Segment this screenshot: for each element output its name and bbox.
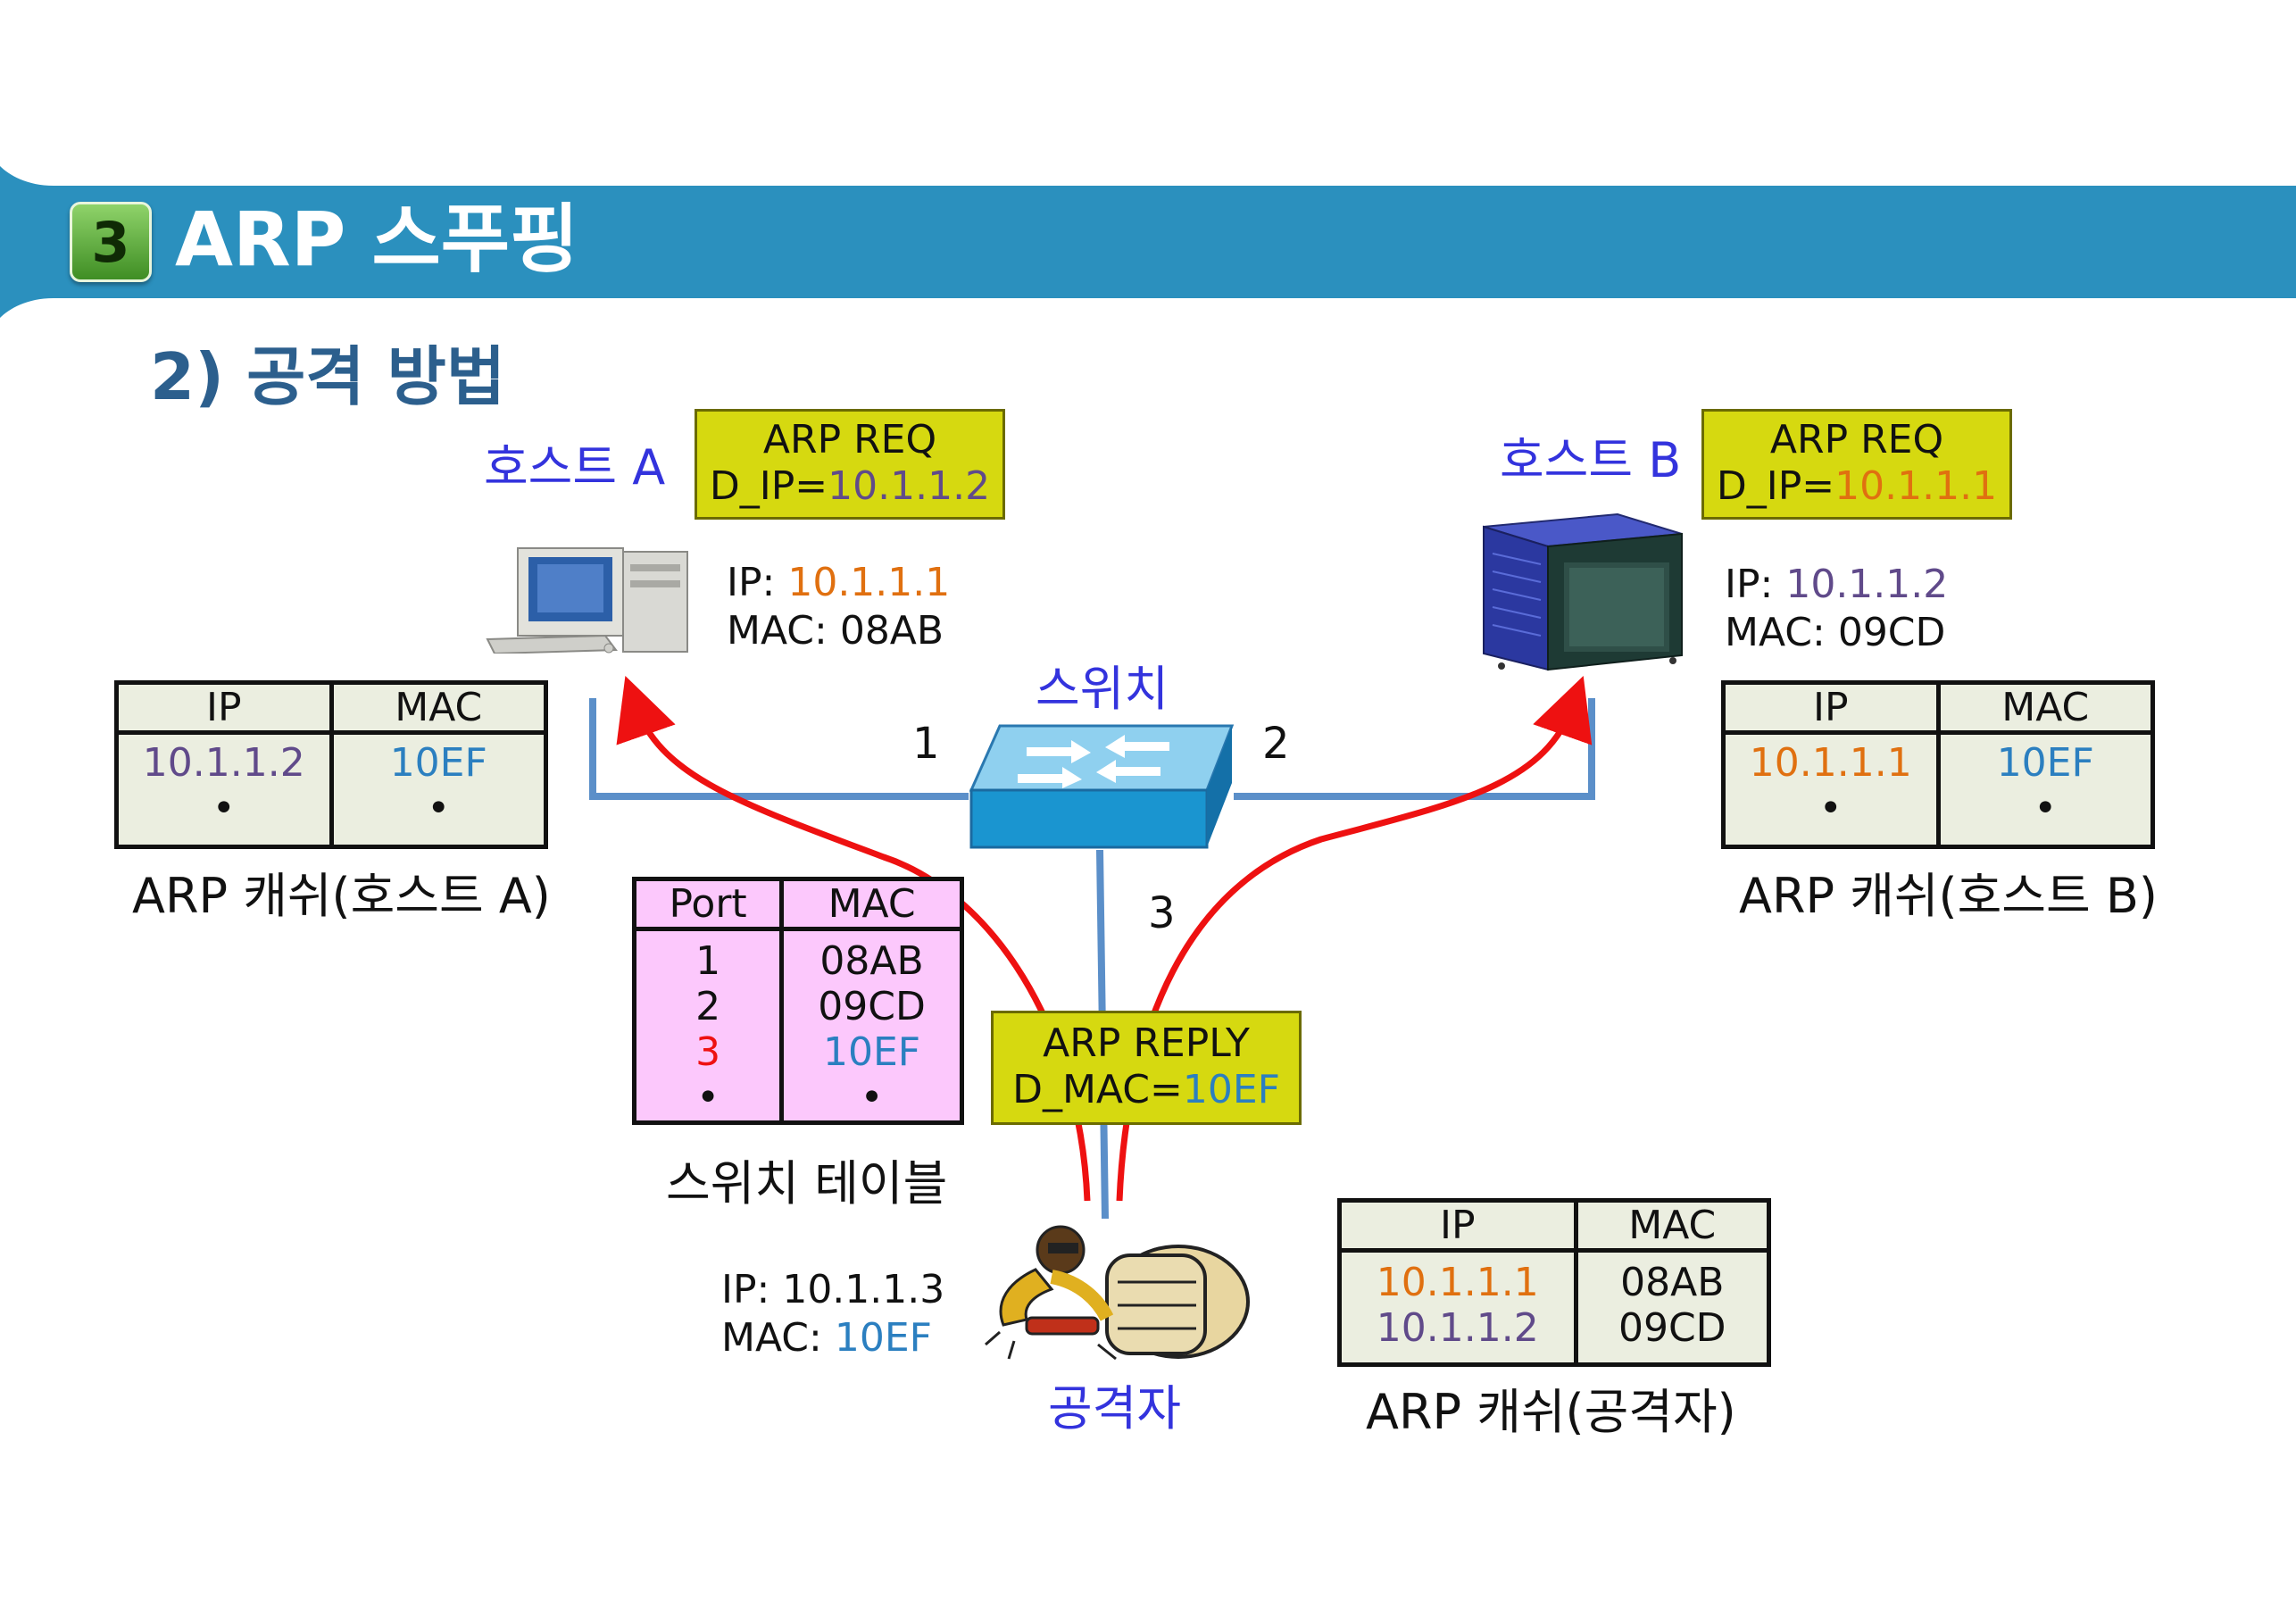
- attacker-icon: [985, 1225, 1250, 1361]
- table-cell-mac: 10EF•: [329, 730, 548, 849]
- host-a-request-target: D_IP=10.1.1.2: [709, 463, 991, 509]
- host-b-mac: MAC: 09CD: [1725, 610, 1946, 655]
- table-header-port: Port: [631, 877, 785, 931]
- host-b-request-title: ARP REQ: [1769, 417, 1944, 462]
- section-subtitle: 2) 공격 방법: [150, 339, 506, 414]
- host-b-ip: IP: 10.1.1.2: [1725, 562, 1949, 607]
- host-a-ip: IP: 10.1.1.1: [727, 560, 951, 605]
- host-b-arp-request-box: ARP REQ D_IP=10.1.1.1: [1701, 409, 2012, 520]
- switch-table-caption: 스위치 테이블: [666, 1155, 948, 1212]
- port-2-label: 2: [1262, 719, 1290, 769]
- table-header-ip: IP: [1721, 680, 1941, 735]
- table-cell-macs: 08AB 09CD 10EF •: [779, 927, 964, 1125]
- host-b-cache-caption: ARP 캐쉬(호스트 B): [1739, 868, 2158, 924]
- host-a-cache-caption: ARP 캐쉬(호스트 A): [132, 868, 551, 924]
- attacker-label: 공격자: [1048, 1380, 1182, 1437]
- port-3-label: 3: [1148, 888, 1176, 938]
- table-header-ip: IP: [114, 680, 334, 735]
- table-header-mac: MAC: [779, 877, 964, 931]
- table-cell-ip: 10.1.1.1•: [1721, 730, 1941, 849]
- attacker-mac: MAC: 10EF: [721, 1315, 932, 1361]
- table-header-mac: MAC: [1573, 1198, 1772, 1253]
- section-banner: [0, 186, 2296, 298]
- table-cell-ports: 1 2 3 •: [631, 927, 785, 1125]
- attacker-arp-cache-table: IP MAC 10.1.1.1 10.1.1.2 08AB 09CD: [1337, 1198, 1772, 1367]
- host-b-arp-cache-table: IP MAC 10.1.1.1• 10EF•: [1721, 680, 2155, 849]
- table-header-mac: MAC: [329, 680, 548, 735]
- table-cell-ips: 10.1.1.1 10.1.1.2: [1337, 1248, 1578, 1367]
- arp-reply-title: ARP REPLY: [1043, 1020, 1250, 1066]
- host-a-arp-cache-table: IP MAC 10.1.1.2• 10EF•: [114, 680, 548, 849]
- switch-table: Port MAC 1 2 3 • 08AB 09CD 10EF •: [631, 877, 964, 1125]
- arp-reply-target: D_MAC=10EF: [1012, 1067, 1280, 1112]
- port-1-label: 1: [912, 719, 940, 769]
- arp-reply-box: ARP REPLY D_MAC=10EF: [991, 1011, 1302, 1125]
- table-header-mac: MAC: [1935, 680, 2155, 735]
- host-a-label: 호스트 A: [484, 439, 666, 496]
- link-host-a-switch: [589, 698, 969, 800]
- host-a-request-title: ARP REQ: [762, 417, 937, 462]
- page-title: ARP 스푸핑: [175, 196, 579, 283]
- switch-icon: [969, 724, 1235, 849]
- attacker-ip: IP: 10.1.1.3: [721, 1267, 945, 1312]
- host-b-label: 호스트 B: [1500, 432, 1682, 488]
- attacker-cache-caption: ARP 캐쉬(공격자): [1366, 1384, 1736, 1440]
- switch-label: 스위치: [1036, 661, 1169, 717]
- host-a-arp-request-box: ARP REQ D_IP=10.1.1.2: [695, 409, 1005, 520]
- host-a-mac: MAC: 08AB: [727, 608, 944, 654]
- table-cell-mac: 10EF•: [1935, 730, 2155, 849]
- server-icon: [1483, 512, 1683, 671]
- section-number-badge: 3: [70, 202, 152, 282]
- host-b-request-target: D_IP=10.1.1.1: [1716, 463, 1998, 509]
- table-cell-macs: 08AB 09CD: [1573, 1248, 1772, 1367]
- desktop-computer-icon: [486, 547, 688, 654]
- table-cell-ip: 10.1.1.2•: [114, 730, 334, 849]
- table-header-ip: IP: [1337, 1198, 1578, 1253]
